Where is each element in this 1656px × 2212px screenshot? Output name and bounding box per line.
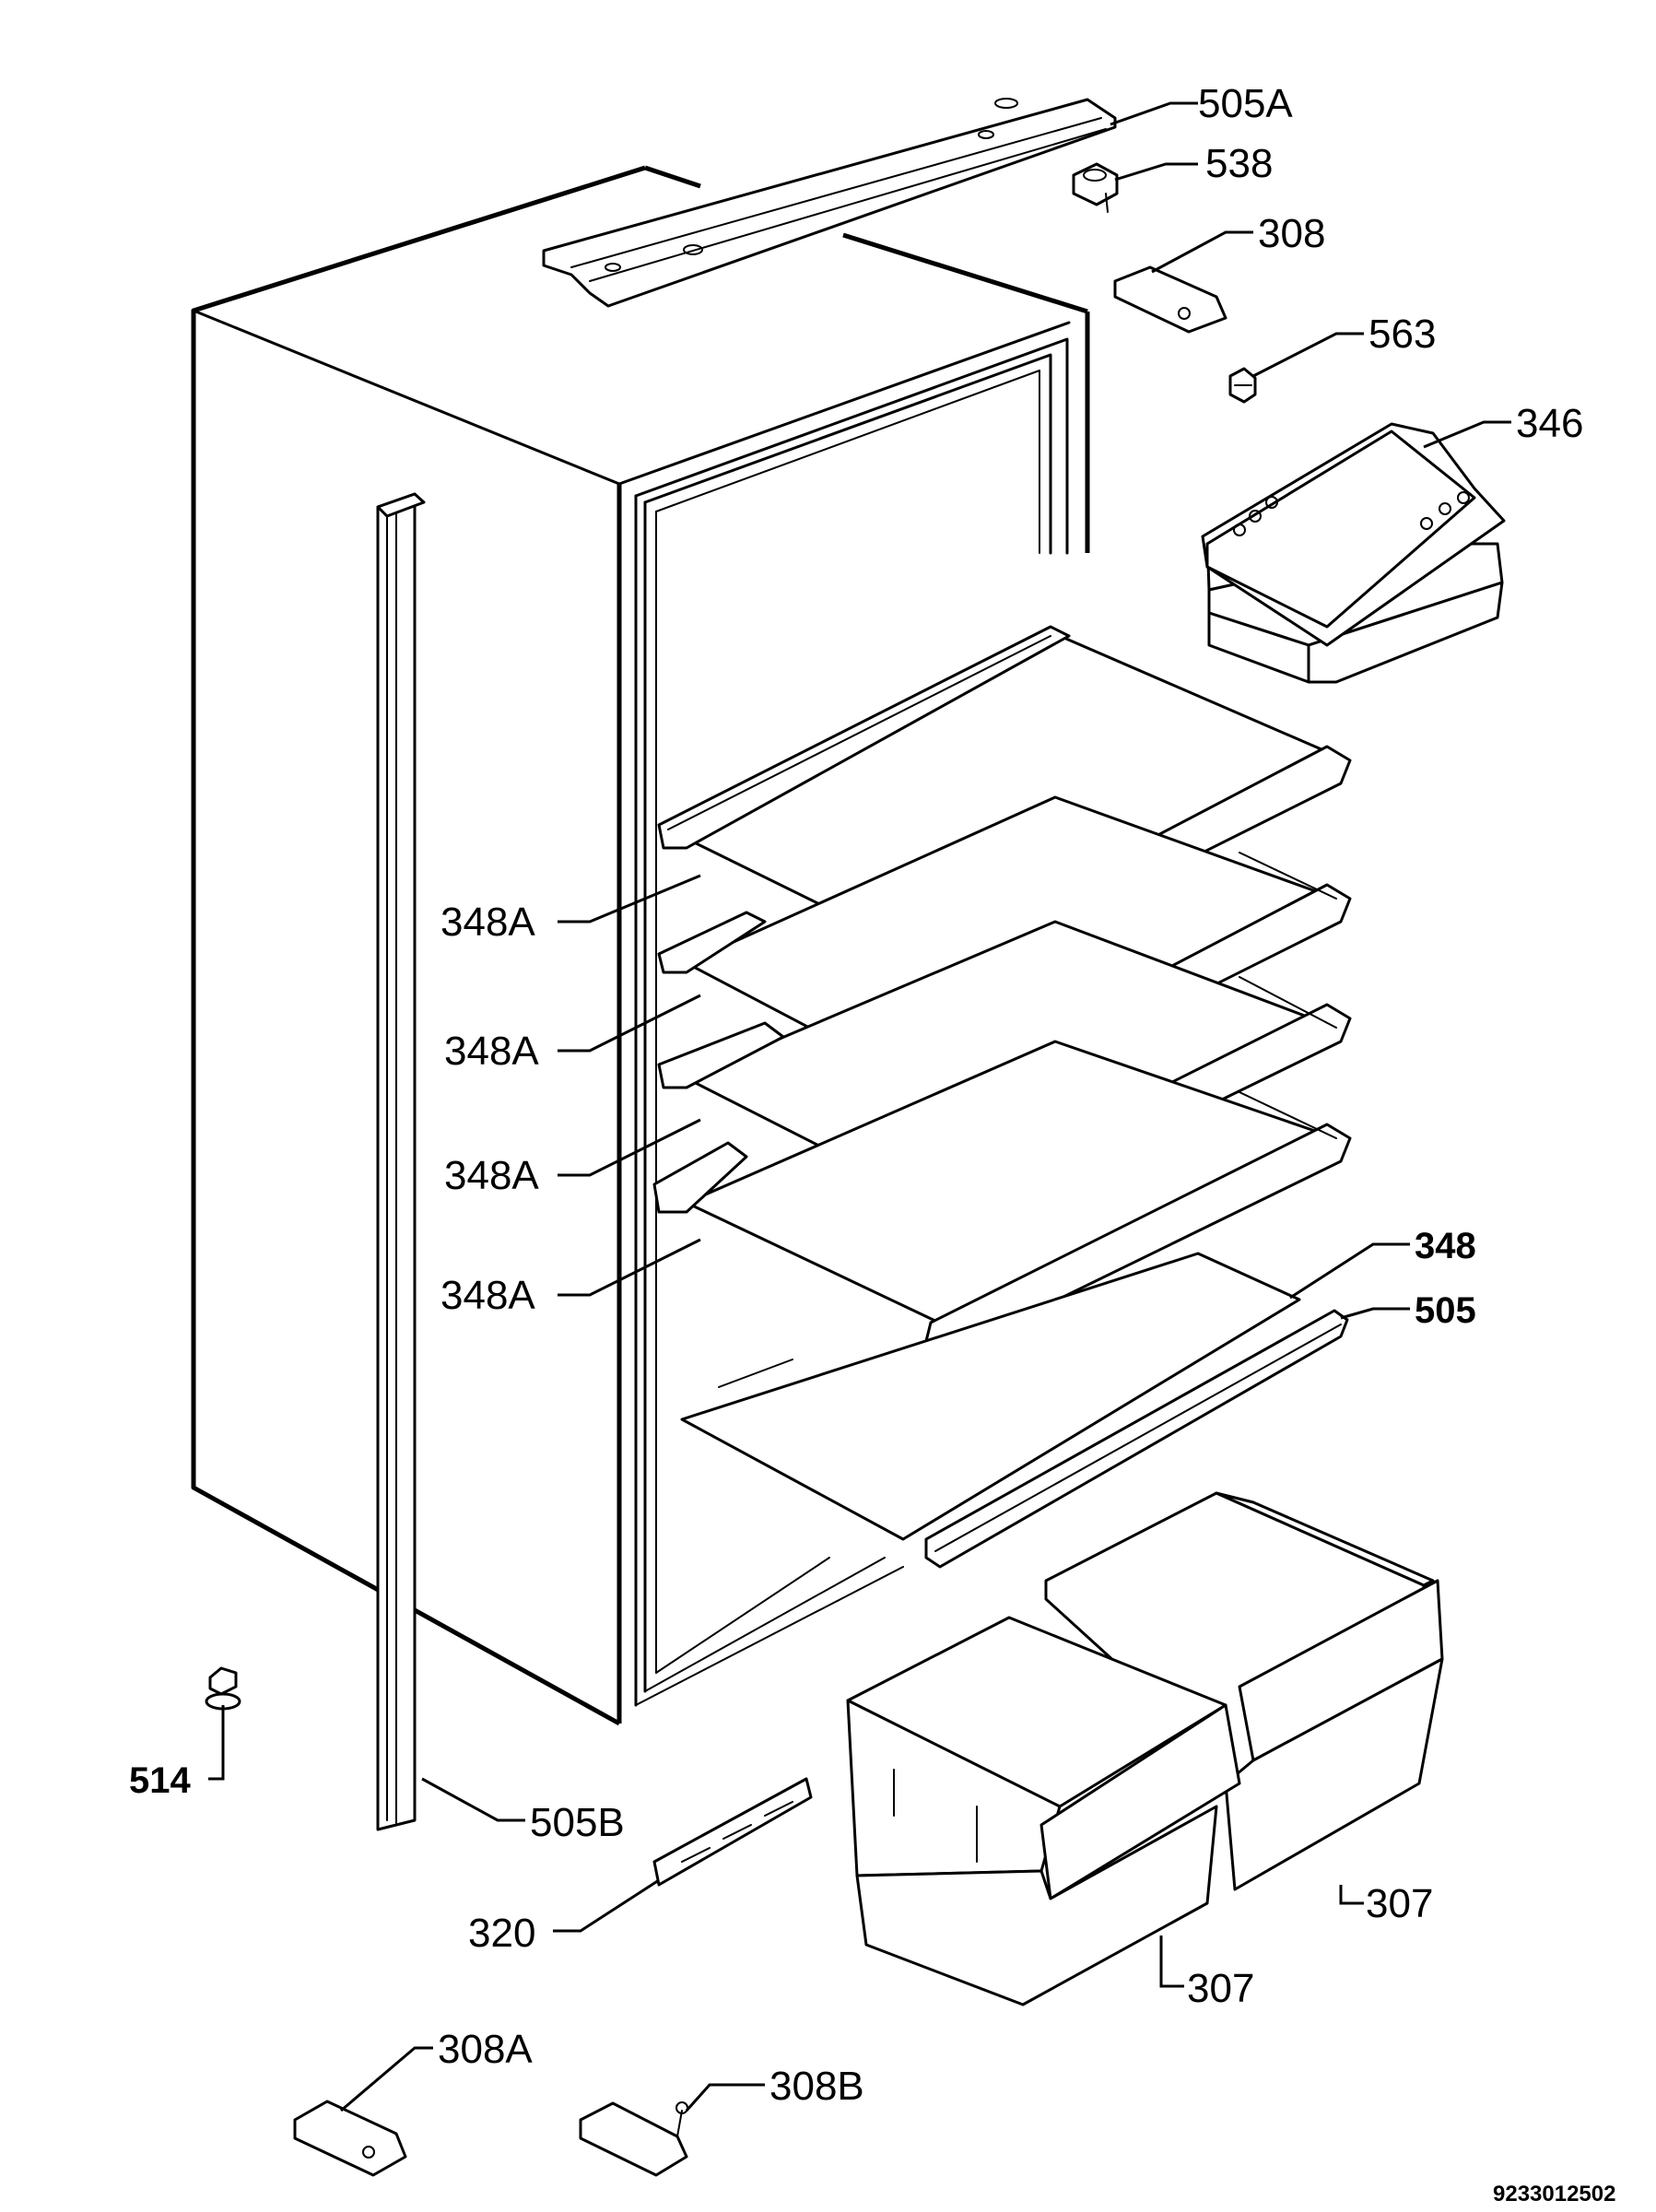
part-538-clip <box>1072 162 1119 213</box>
label-505A: 505A <box>1198 81 1293 126</box>
label-307-left: 307 <box>1187 1966 1254 2011</box>
label-308B: 308B <box>769 2064 864 2109</box>
leader-lines <box>208 101 1511 2112</box>
part-308A-hinge <box>293 2100 407 2177</box>
crisper-drawer-left <box>846 1616 1241 2006</box>
part-308-hinge <box>1113 265 1227 334</box>
part-320-rail <box>652 1777 813 1887</box>
label-308A: 308A <box>438 2027 533 2072</box>
label-320: 320 <box>468 1911 535 1956</box>
label-346: 346 <box>1516 401 1583 446</box>
label-308: 308 <box>1258 211 1325 256</box>
crisper-drawer-right <box>1044 1491 1444 1891</box>
label-348: 348 <box>1415 1226 1476 1266</box>
bottom-glass-plate <box>680 1252 1301 1541</box>
label-505: 505 <box>1415 1290 1476 1331</box>
part-563-screw <box>1228 367 1257 404</box>
drawing-code: 9233012502 <box>1493 2182 1615 2206</box>
label-348A-1: 348A <box>440 900 535 945</box>
label-348A-4: 348A <box>440 1273 535 1318</box>
butter-compartment-box <box>1201 422 1506 684</box>
label-563: 563 <box>1368 312 1436 357</box>
label-307-right: 307 <box>1366 1881 1433 1926</box>
part-308B-hinge <box>579 2101 688 2177</box>
top-hinge-bar <box>542 98 1117 308</box>
label-505B: 505B <box>530 1800 625 1845</box>
label-348A-2: 348A <box>444 1029 539 1074</box>
crisper-cover-strip <box>924 1309 1349 1569</box>
label-514: 514 <box>129 1760 191 1801</box>
label-348A-3: 348A <box>444 1153 539 1198</box>
part-514-foot <box>205 1666 241 1711</box>
label-538: 538 <box>1205 141 1273 186</box>
door-seal-strip <box>376 492 426 1831</box>
